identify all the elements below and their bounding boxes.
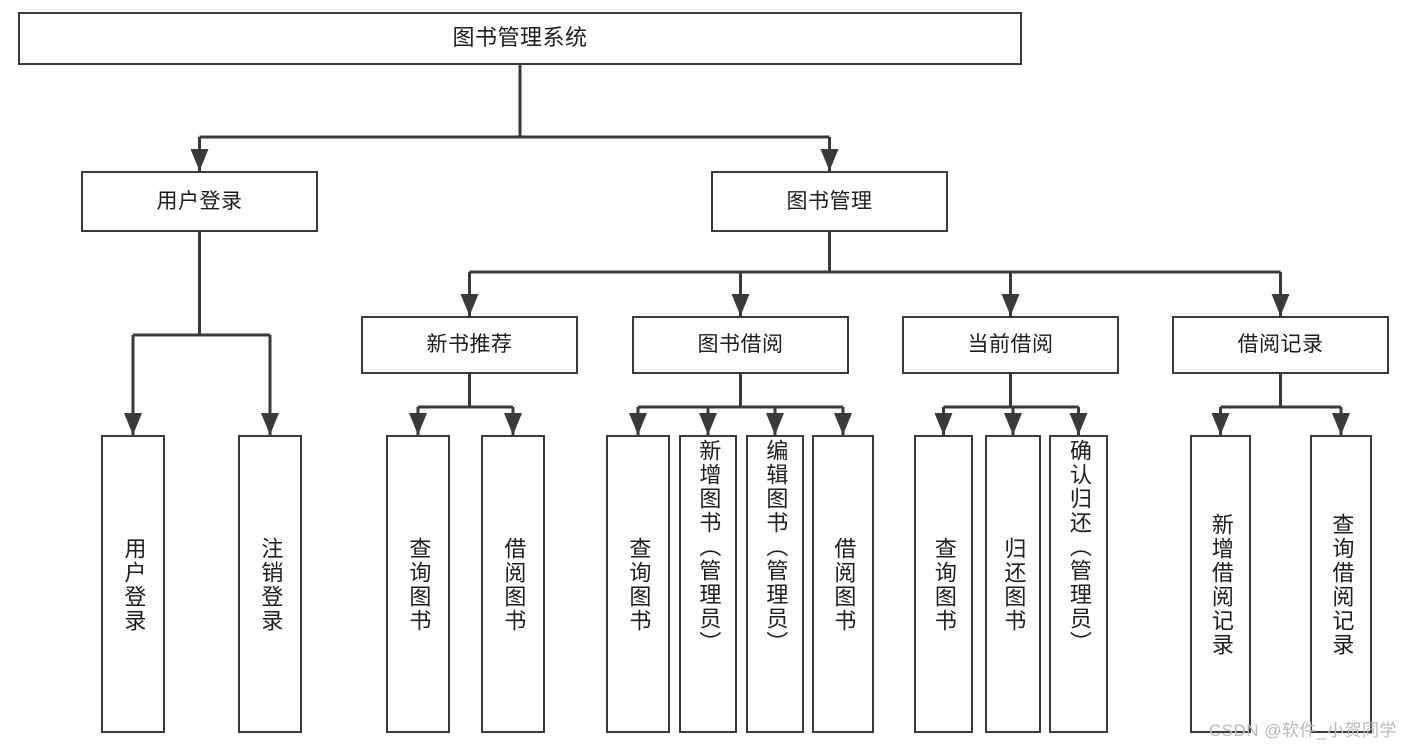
node-borrow[interactable]: 图书借阅 [632, 316, 849, 374]
node-label: 编辑图书（管理员） [763, 439, 789, 655]
node-l_b2[interactable]: 借阅图书 [812, 435, 874, 733]
node-label: 借阅图书 [501, 537, 527, 633]
arrowhead-l_login [124, 413, 142, 435]
node-l_logout[interactable]: 注销登录 [238, 435, 302, 733]
node-l_b1[interactable]: 借阅图书 [481, 435, 545, 733]
node-label: 归还图书 [1001, 537, 1027, 633]
node-label: 查询图书 [626, 537, 652, 633]
node-label: 新书推荐 [426, 333, 513, 357]
node-label: 借阅记录 [1237, 333, 1324, 357]
node-current[interactable]: 当前借阅 [902, 316, 1119, 374]
node-label: 查询借阅记录 [1329, 513, 1355, 657]
arrowhead-l_q2 [629, 413, 647, 435]
node-l_ret[interactable]: 归还图书 [985, 435, 1041, 733]
node-label: 新增图书（管理员） [696, 439, 722, 655]
node-label: 用户登录 [121, 537, 147, 633]
arrowhead-l_ret [1004, 413, 1022, 435]
arrowhead-login [190, 149, 209, 171]
node-newbook[interactable]: 新书推荐 [361, 316, 578, 374]
node-l_edit[interactable]: 编辑图书（管理员） [746, 435, 804, 733]
node-records[interactable]: 借阅记录 [1172, 316, 1389, 374]
node-login[interactable]: 用户登录 [81, 171, 318, 232]
arrowhead-l_q1 [409, 413, 427, 435]
node-l_q2[interactable]: 查询图书 [606, 435, 670, 733]
node-l_login[interactable]: 用户登录 [101, 435, 165, 733]
node-label: 借阅图书 [831, 537, 857, 633]
arrowhead-l_add [699, 413, 717, 435]
arrowhead-l_qrec [1332, 413, 1350, 435]
node-label: 当前借阅 [967, 333, 1054, 357]
arrowhead-l_edit [766, 413, 784, 435]
node-label: 图书管理 [786, 189, 873, 213]
arrowhead-records [1271, 294, 1290, 316]
arrowhead-l_conf [1069, 413, 1088, 435]
arrowhead-l_q3 [934, 413, 953, 435]
node-label: 图书管理系统 [452, 25, 588, 51]
node-label: 查询图书 [931, 537, 957, 633]
watermark: CSDN @软件_小贺同学 [1208, 721, 1397, 740]
arrowhead-bookmgmt [820, 149, 839, 171]
node-l_addrec[interactable]: 新增借阅记录 [1190, 435, 1251, 733]
node-l_q1[interactable]: 查询图书 [386, 435, 450, 733]
node-label: 新增借阅记录 [1208, 513, 1234, 657]
arrowhead-current [1001, 294, 1020, 316]
node-bookmgmt[interactable]: 图书管理 [711, 171, 948, 232]
arrowhead-l_b1 [504, 413, 522, 435]
node-l_add[interactable]: 新增图书（管理员） [679, 435, 737, 733]
node-label: 用户登录 [156, 189, 243, 213]
arrowhead-l_logout [261, 413, 279, 435]
node-l_conf[interactable]: 确认归还（管理员） [1049, 435, 1108, 733]
node-root[interactable]: 图书管理系统 [18, 12, 1022, 65]
node-label: 图书借阅 [697, 333, 784, 357]
arrowhead-l_b2 [834, 413, 852, 435]
node-label: 注销登录 [258, 537, 284, 633]
arrowhead-newbook [460, 294, 479, 316]
arrowhead-borrow [731, 294, 750, 316]
node-label: 查询图书 [406, 537, 432, 633]
node-l_q3[interactable]: 查询图书 [914, 435, 973, 733]
node-l_qrec[interactable]: 查询借阅记录 [1310, 435, 1372, 733]
arrowhead-l_addrec [1211, 413, 1230, 435]
node-label: 确认归还（管理员） [1066, 439, 1092, 655]
